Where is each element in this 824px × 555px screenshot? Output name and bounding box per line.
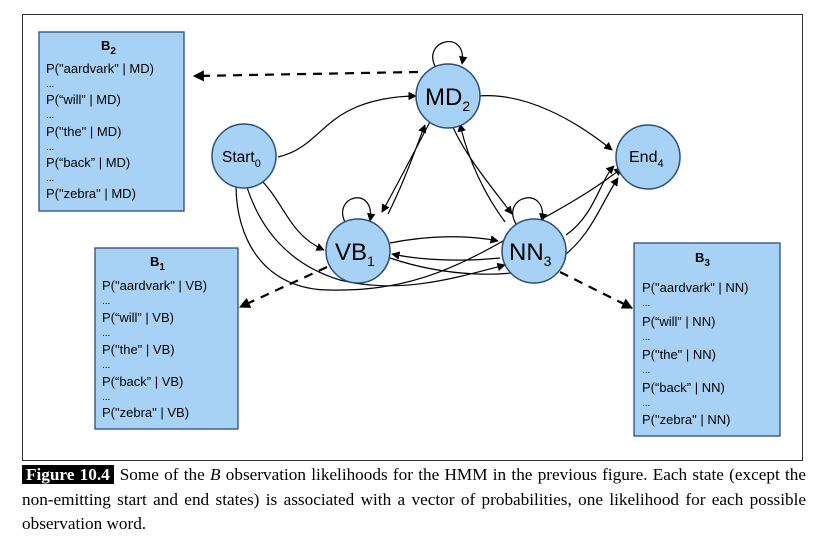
- box-subscript: 2: [110, 46, 116, 57]
- caption-italic: B: [210, 465, 221, 484]
- self-loop-vb: [342, 197, 376, 225]
- edge-start-vb: [261, 180, 325, 251]
- edge-nn-end: [565, 165, 615, 236]
- edge-nn-vb: [391, 251, 501, 261]
- emission-arrow-md-b2: [192, 70, 419, 82]
- state-label: End: [629, 149, 657, 166]
- box-ellipsis: ...: [102, 296, 110, 307]
- self-loop-nn: [512, 197, 548, 225]
- box-line: P("zebra" | MD): [46, 186, 136, 201]
- svg-text:MD2: MD2: [425, 84, 470, 114]
- box-ellipsis: ...: [102, 360, 110, 371]
- state-start: Start0: [211, 123, 277, 189]
- box-ellipsis: ...: [46, 110, 54, 121]
- svg-text:B1: B1: [150, 254, 165, 273]
- box-line: P("the" | VB): [102, 342, 175, 357]
- box-line: P("aardvark" | NN): [642, 280, 749, 295]
- edge-start-nn: [245, 183, 506, 287]
- caption-text-before: Some of the: [119, 465, 211, 484]
- box-ellipsis: ...: [46, 142, 54, 153]
- figure-caption: Figure 10.4 Some of the B observation lik…: [22, 463, 806, 537]
- state-subscript: 1: [367, 253, 375, 269]
- observation-box-b2: B2 P("aardvark" | MD) ... P(“will” | MD)…: [38, 31, 185, 212]
- box-line: P(“back” | MD): [46, 155, 130, 170]
- figure-label: Figure 10.4: [22, 465, 114, 484]
- edge-md-nn: [451, 124, 513, 215]
- state-subscript: 2: [462, 98, 470, 114]
- emission-arrow-nn-b3: [559, 271, 633, 309]
- edge-nn-md: [457, 123, 506, 223]
- emission-arrows: [192, 70, 633, 309]
- box-title: B: [150, 254, 159, 269]
- state-label: Start: [222, 149, 255, 166]
- edge-md-vb: [381, 117, 433, 213]
- edge-start-end: [235, 167, 623, 291]
- box-line: P("zebra" | VB): [102, 405, 189, 420]
- box-line: P("aardvark" | VB): [102, 278, 207, 293]
- svg-text:B3: B3: [695, 250, 710, 269]
- box-ellipsis: ...: [46, 79, 54, 90]
- box-ellipsis: ...: [46, 173, 54, 184]
- box-line: P("zebra" | NN): [642, 412, 730, 427]
- box-ellipsis: ...: [102, 328, 110, 339]
- edge-vb-nn: [389, 235, 499, 244]
- box-line: P(“back” | VB): [102, 374, 183, 389]
- box-line: P(“will” | VB): [102, 310, 174, 325]
- box-ellipsis: ...: [642, 365, 650, 376]
- svg-text:Start0: Start0: [222, 149, 261, 170]
- svg-text:End4: End4: [629, 149, 664, 170]
- svg-text:B2: B2: [101, 38, 116, 57]
- state-label: VB: [335, 239, 367, 266]
- box-title: B: [695, 250, 704, 265]
- observation-box-b3: B3 P("aardvark" | NN) ... P(“will” | NN)…: [633, 242, 781, 437]
- state-label: MD: [425, 84, 462, 111]
- state-nn: NN3: [501, 218, 567, 284]
- box-line: P(“will” | NN): [642, 314, 715, 329]
- box-subscript: 1: [159, 262, 165, 273]
- state-subscript: 4: [657, 158, 663, 170]
- box-line: P(“back” | NN): [642, 380, 725, 395]
- figure-frame: [22, 14, 803, 461]
- box-subscript: 3: [704, 258, 710, 269]
- emission-arrow-vb-b1: [239, 266, 328, 308]
- edge-start-md: [277, 91, 417, 158]
- state-vb: VB1: [325, 218, 391, 284]
- state-end: End4: [615, 124, 681, 190]
- state-md: MD2: [415, 63, 481, 129]
- box-line: P("aardvark" | MD): [46, 61, 154, 76]
- svg-text:VB1: VB1: [335, 239, 375, 269]
- edge-md-end: [477, 95, 613, 151]
- state-subscript: 3: [544, 253, 552, 269]
- box-line: P(“will” | MD): [46, 92, 121, 107]
- caption-text-after: observation likelihoods for the HMM in t…: [22, 465, 807, 533]
- box-title: B: [101, 38, 110, 53]
- observation-box-b1: B1 P("aardvark" | VB) ... P(“will” | VB)…: [94, 247, 239, 430]
- state-subscript: 0: [255, 158, 261, 170]
- box-ellipsis: ...: [642, 298, 650, 309]
- edge-vb-md: [387, 124, 427, 215]
- box-ellipsis: ...: [102, 392, 110, 403]
- svg-text:NN3: NN3: [509, 239, 552, 269]
- box-line: P("the" | NN): [642, 347, 716, 362]
- box-line: P("the" | MD): [46, 124, 121, 139]
- self-loop-md: [432, 41, 468, 69]
- box-ellipsis: ...: [642, 398, 650, 409]
- box-ellipsis: ...: [642, 332, 650, 343]
- state-label: NN: [509, 239, 544, 266]
